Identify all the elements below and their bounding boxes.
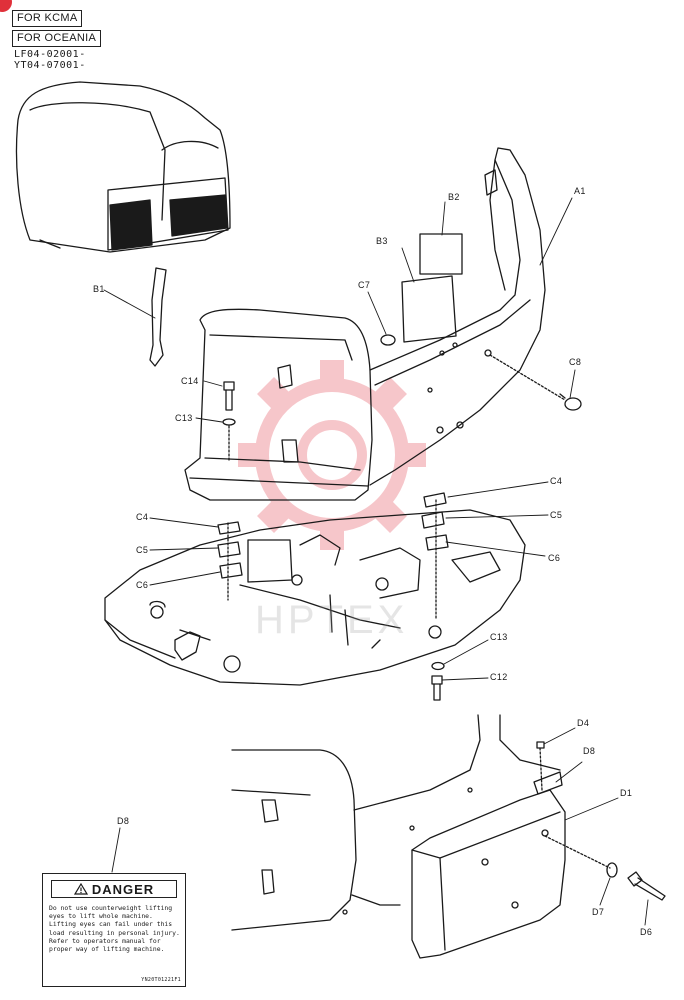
callout-c4-right: C4 bbox=[550, 476, 563, 486]
danger-header: DANGER bbox=[51, 880, 177, 898]
part-a1-hood bbox=[184, 147, 546, 501]
danger-text: Do not use counterweight lifting eyes to… bbox=[49, 904, 185, 953]
callout-c8: C8 bbox=[569, 357, 582, 367]
callout-b3: B3 bbox=[376, 236, 388, 246]
part-c6-shim-right bbox=[425, 534, 449, 551]
callout-c5-right: C5 bbox=[550, 510, 563, 520]
part-c12-bolt bbox=[431, 675, 443, 701]
part-d6-bolt bbox=[627, 871, 666, 901]
region-box-oceania: FOR OCEANIA bbox=[12, 30, 102, 47]
callout-d4: D4 bbox=[577, 718, 590, 728]
part-counterweight-body bbox=[231, 714, 561, 931]
part-b3-pad bbox=[401, 275, 457, 343]
callout-c7: C7 bbox=[358, 280, 371, 290]
part-c6-shim-left bbox=[219, 562, 243, 579]
part-c5-shim-left bbox=[217, 541, 241, 558]
watermark-text: HPTEX bbox=[255, 598, 409, 642]
danger-line: Do not use counterweight lifting bbox=[49, 904, 173, 912]
callout-b2: B2 bbox=[448, 192, 460, 202]
callout-b1: B1 bbox=[93, 284, 105, 294]
danger-line: Lifting eyes can fail under this bbox=[49, 920, 173, 929]
warning-triangle-icon bbox=[73, 883, 88, 895]
callout-c5-left: C5 bbox=[136, 545, 149, 555]
region-box-kcma: FOR KCMA bbox=[12, 10, 83, 27]
part-c13-washer-bottom bbox=[431, 661, 445, 671]
part-c13-washer-top bbox=[222, 418, 236, 426]
callout-c12: C12 bbox=[490, 672, 508, 682]
danger-line: load resulting in personal injury. bbox=[49, 928, 180, 937]
danger-part-code: YN20T01221F1 bbox=[141, 977, 181, 983]
part-d4-plug bbox=[536, 741, 545, 749]
part-c4-shim-right bbox=[423, 492, 447, 508]
part-c7-cap bbox=[380, 334, 396, 346]
serial-range-2: YT04-07001- bbox=[14, 60, 86, 71]
callout-d8-label: D8 bbox=[583, 746, 596, 756]
part-c8-grommet bbox=[489, 354, 582, 411]
danger-line: eyes to lift whole machine. bbox=[49, 912, 153, 921]
machine-overview-sketch bbox=[15, 81, 231, 253]
part-b2-pad bbox=[419, 233, 463, 275]
callout-c13-bottom: C13 bbox=[490, 632, 508, 642]
callout-d8-decal: D8 bbox=[117, 816, 130, 826]
leader-lines bbox=[103, 197, 649, 926]
part-c14-bolt bbox=[223, 381, 235, 411]
danger-decal: DANGER Do not use counterweight lifting … bbox=[42, 873, 186, 987]
callout-d6: D6 bbox=[640, 927, 653, 937]
callout-c6-left: C6 bbox=[136, 580, 149, 590]
corner-badge bbox=[0, 0, 12, 12]
callout-d7: D7 bbox=[592, 907, 605, 917]
part-b1-bracket bbox=[149, 267, 167, 367]
callout-a1: A1 bbox=[574, 186, 586, 196]
part-d1-counterweight bbox=[411, 771, 611, 959]
callout-c13-top: C13 bbox=[175, 413, 193, 423]
serial-range-1: LF04-02001- bbox=[14, 49, 86, 60]
callout-c14: C14 bbox=[181, 376, 199, 386]
callout-d1: D1 bbox=[620, 788, 633, 798]
part-d7-washer bbox=[606, 862, 618, 878]
callout-c4-left: C4 bbox=[136, 512, 149, 522]
part-c4-shim-left bbox=[217, 521, 241, 535]
callout-c6-right: C6 bbox=[548, 553, 561, 563]
part-c5-shim-right bbox=[421, 511, 445, 529]
danger-line: proper way of lifting machine. bbox=[49, 945, 165, 954]
watermark-gear-icon bbox=[238, 360, 426, 550]
part-upper-frame bbox=[104, 499, 526, 686]
danger-line: Refer to operators manual for bbox=[49, 936, 161, 945]
danger-title: DANGER bbox=[91, 881, 155, 897]
